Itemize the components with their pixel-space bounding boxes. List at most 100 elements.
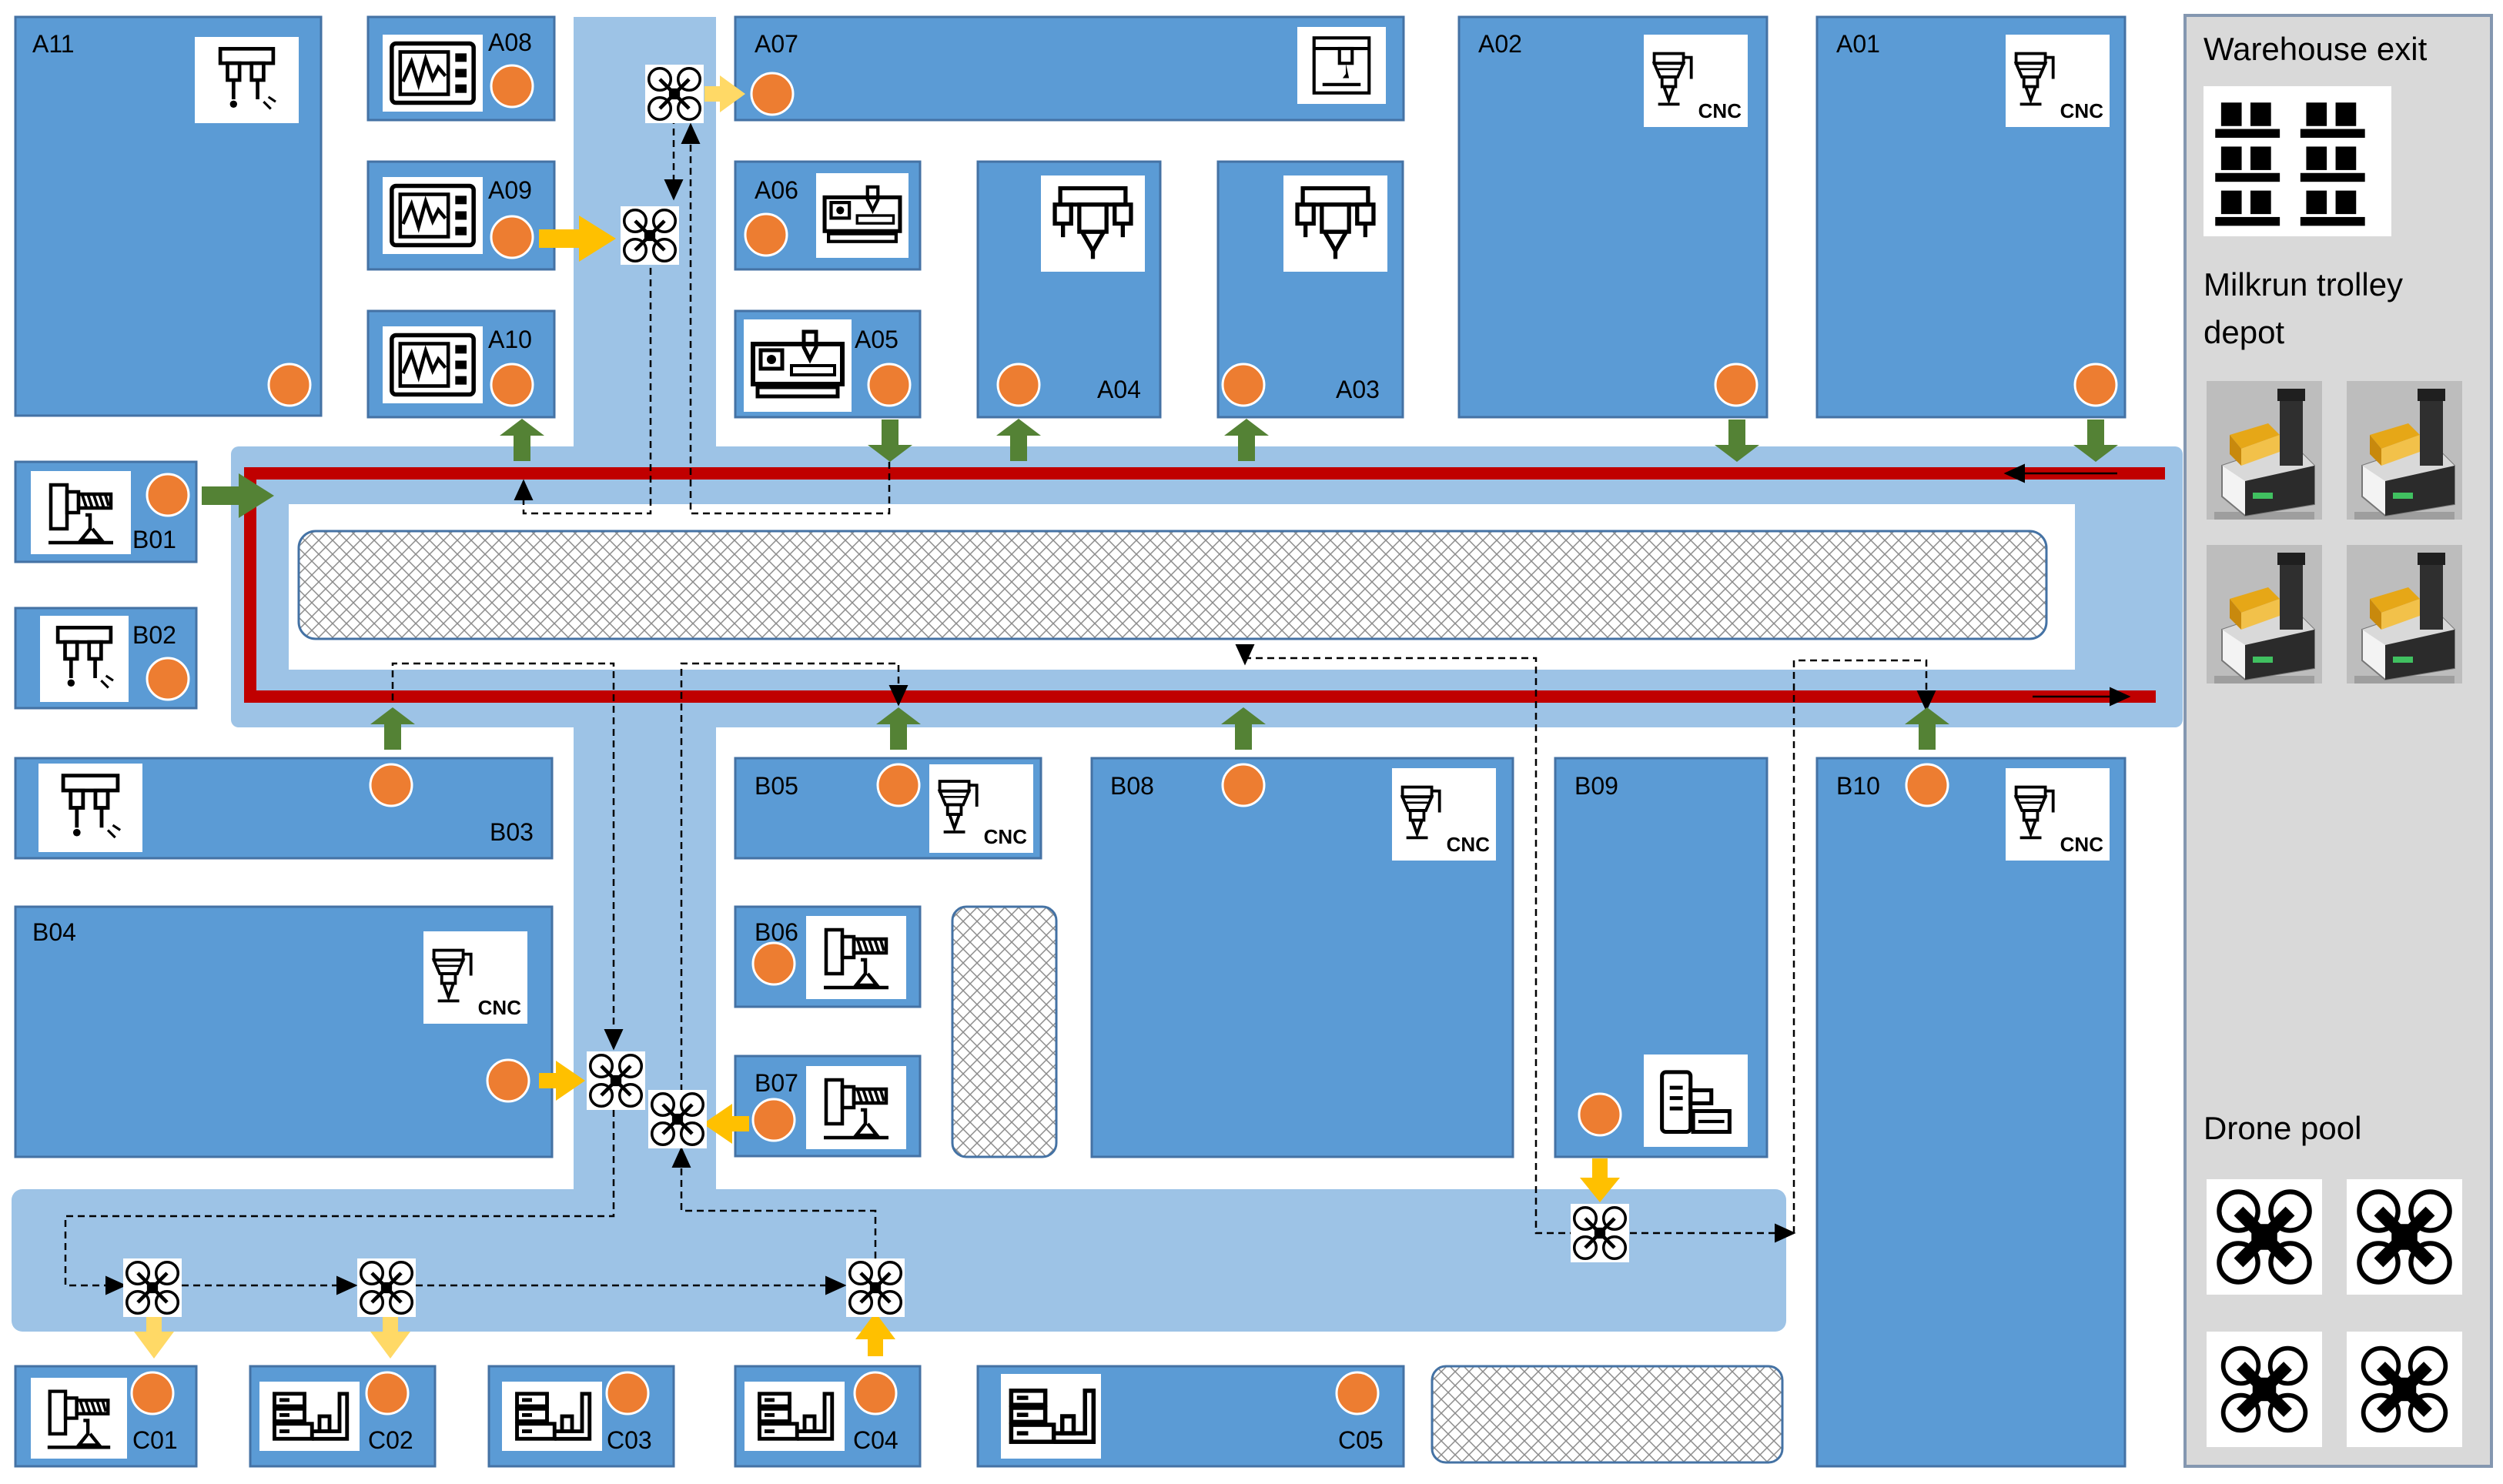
station-marker (750, 72, 795, 116)
station-c02: C02 (249, 1365, 437, 1468)
station-marker (1714, 363, 1758, 407)
drone-icon (357, 1258, 416, 1317)
station-area (1090, 757, 1514, 1158)
agv-trolley-icon (2347, 381, 2462, 520)
station-marker (1578, 1092, 1622, 1137)
station-label: A02 (1478, 30, 1522, 58)
yellow-arrow-c04 (855, 1312, 895, 1356)
station-b07: B07 (734, 1055, 922, 1158)
station-label: A10 (488, 326, 532, 353)
cnc-label: CNC (2060, 99, 2104, 122)
station-marker (1221, 363, 1266, 407)
station-marker (996, 363, 1041, 407)
station-label: A08 (488, 28, 532, 56)
drone-icon (645, 65, 704, 123)
station-a02: CNC A02 (1457, 15, 1768, 419)
station-marker (490, 64, 534, 109)
drone-icon (123, 1258, 182, 1317)
server-rack-icon (259, 1382, 360, 1451)
station-b01: B01 (14, 460, 198, 563)
flight-path (681, 122, 891, 515)
station-a05: A05 (734, 309, 922, 419)
yellow-arrow-c01 (134, 1315, 174, 1359)
cnc-machine-icon (816, 173, 909, 258)
flight-path (1792, 659, 1936, 1233)
station-a07: A07 (734, 15, 1405, 122)
drill-press-icon (38, 764, 142, 852)
yellow-arrow-b04 (539, 1061, 585, 1101)
station-a10: A10 (366, 309, 556, 419)
station-label: C04 (853, 1426, 898, 1454)
milkrun-route-line (244, 467, 2165, 703)
station-marker (490, 363, 534, 407)
server-rack-icon (1001, 1374, 1101, 1459)
green-arrow-up-a04 (996, 419, 1041, 461)
green-arrow-up-b08 (1221, 707, 1266, 750)
tool-station-icon (1644, 1055, 1748, 1147)
central-obstacle-hatched (297, 530, 2048, 640)
station-label: A06 (755, 176, 798, 204)
station-marker (490, 215, 534, 259)
cnc-label: CNC (478, 996, 522, 1019)
green-arrow-up-a03 (1224, 419, 1269, 461)
drone-icon (648, 1090, 707, 1148)
station-label: B02 (132, 621, 176, 649)
station-a03: A03 (1216, 160, 1404, 419)
station-marker (751, 941, 796, 986)
green-arrow-up-a10 (500, 419, 544, 461)
station-marker (267, 363, 312, 407)
agv-trolley-icon (2347, 545, 2462, 684)
cnc-label: CNC (1698, 99, 1742, 122)
station-area (1815, 757, 2127, 1468)
station-marker (130, 1371, 175, 1415)
drone-icon (587, 1051, 645, 1110)
station-label: B01 (132, 526, 176, 553)
milkrun-depot-label: depot (2204, 314, 2284, 350)
station-label: B06 (755, 918, 798, 946)
agv-trolley-icon (2207, 381, 2322, 520)
control-panel-icon (383, 326, 483, 403)
green-arrow-down-a05 (868, 419, 912, 462)
station-c03: C03 (487, 1365, 675, 1468)
gantry-printer-icon (1297, 27, 1386, 104)
station-label: C02 (368, 1426, 413, 1454)
station-marker (605, 1371, 650, 1415)
yellow-arrow-b07 (703, 1104, 749, 1144)
side-panel: Warehouse exit Milkrun trolley depot Dro… (2183, 14, 2493, 1468)
station-b06: B06 (734, 905, 922, 1008)
station-a08: A08 (366, 15, 556, 122)
yellow-arrow-a09 (539, 216, 616, 262)
drill-press-icon (195, 37, 299, 123)
agv-trolley-icon (2207, 545, 2322, 684)
station-marker (146, 657, 190, 701)
station-c04: C04 (734, 1365, 922, 1468)
station-label: B05 (755, 772, 798, 800)
drone-icon (1571, 1204, 1629, 1262)
station-label: C03 (607, 1426, 652, 1454)
lathe-icon (806, 916, 906, 999)
lathe-icon (31, 1378, 127, 1459)
station-marker (365, 1371, 410, 1415)
yellow-arrow-a07 (704, 75, 745, 112)
milkrun-trolley-label: Milkrun trolley (2204, 266, 2403, 302)
station-label: B08 (1110, 772, 1154, 800)
yellow-arrow-b09 (1580, 1158, 1620, 1202)
station-marker (1905, 763, 1949, 807)
green-arrows (202, 419, 2118, 750)
station-a09: A09 (366, 160, 556, 271)
station-label: A11 (32, 30, 75, 58)
station-c01: C01 (14, 1365, 198, 1468)
station-c05: C05 (976, 1365, 1405, 1468)
drone-icon (621, 206, 679, 265)
station-label: A04 (1097, 376, 1141, 403)
server-rack-icon (745, 1382, 845, 1451)
station-b02: B02 (14, 607, 198, 710)
station-label: B07 (755, 1069, 798, 1097)
station-marker (2073, 363, 2118, 407)
